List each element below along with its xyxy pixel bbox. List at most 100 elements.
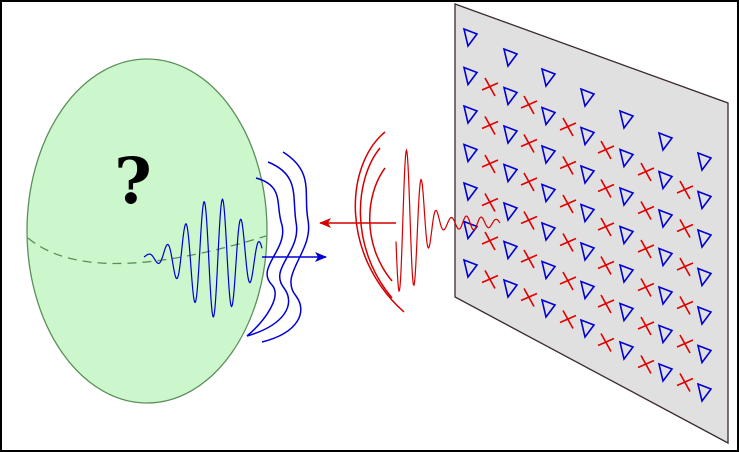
triangle-icon [618, 186, 635, 207]
cross-icon [597, 294, 615, 314]
triangle-icon [618, 109, 635, 130]
triangle-icon [696, 382, 713, 403]
triangle-icon [462, 66, 479, 87]
triangle-icon [502, 278, 519, 299]
cross-icon [520, 211, 538, 230]
sphere-equator [27, 235, 267, 265]
triangle-icon [462, 181, 479, 202]
triangle-icon [502, 47, 519, 68]
triangle-icon [696, 344, 713, 365]
cross-icon [481, 193, 499, 212]
triangle-icon [618, 302, 635, 323]
triangle-icon [696, 228, 713, 249]
triangle-icon [579, 280, 596, 301]
triangle-icon [540, 106, 557, 127]
outgoing-wavefronts [354, 131, 405, 313]
cross-icon [637, 239, 655, 259]
triangle-icon [657, 285, 674, 306]
triangle-icon [618, 340, 635, 361]
triangle-icon [696, 151, 713, 172]
triangle-icon [696, 190, 713, 211]
cross-icon [481, 116, 499, 135]
cross-icon [676, 334, 694, 354]
cross-icon [676, 296, 694, 315]
cross-icon [559, 233, 577, 252]
cross-icon [481, 231, 499, 251]
triangle-icon [618, 225, 635, 246]
triangle-icon [696, 305, 713, 326]
triangle-icon [579, 126, 596, 147]
triangle-icon [579, 241, 596, 262]
cross-icon [559, 310, 577, 329]
scattered-wavefronts [246, 151, 310, 343]
triangle-icon [462, 104, 479, 125]
triangle-icon [540, 183, 557, 204]
triangle-icon [657, 131, 674, 152]
panel-body [454, 3, 729, 445]
triangle-icon [540, 221, 557, 242]
cross-icon [597, 256, 615, 275]
cross-icon [637, 278, 655, 297]
cross-icon [637, 201, 655, 220]
triangle-icon [462, 143, 479, 164]
triangle-icon [657, 208, 674, 229]
cross-icon [597, 140, 615, 160]
scattered-wavefront [261, 151, 310, 343]
scattered-wavefront [246, 161, 298, 337]
triangle-icon [579, 164, 596, 185]
cross-icon [637, 355, 655, 374]
cross-icon [481, 270, 499, 289]
cross-icon [559, 194, 577, 214]
cross-icon [481, 77, 499, 97]
wavefront-arc [369, 167, 393, 282]
wavefront-arc [359, 147, 393, 299]
cross-icon [637, 162, 655, 182]
triangle-icon [657, 170, 674, 191]
triangle-icon [579, 203, 596, 224]
scattered-wavefront [246, 177, 284, 337]
sphere-question-mark: ? [114, 144, 152, 219]
triangle-icon [502, 163, 519, 184]
lattice-panel [454, 3, 729, 445]
cross-icon [559, 271, 577, 291]
triangle-icon [579, 318, 596, 339]
triangle-icon [540, 67, 557, 88]
cross-icon [520, 134, 538, 153]
triangle-icon [540, 298, 557, 319]
cross-icon [481, 154, 499, 174]
cross-icon [597, 333, 615, 352]
triangle-icon [579, 87, 596, 108]
cross-icon [597, 217, 615, 237]
triangle-icon [657, 324, 674, 345]
cross-icon [597, 179, 615, 198]
scattered-wave-packet [143, 198, 263, 318]
cross-icon [676, 219, 694, 238]
cross-icon [520, 95, 538, 115]
cross-icon [520, 172, 538, 192]
cross-icon [637, 316, 655, 336]
triangle-icon [502, 124, 519, 145]
triangle-icon [540, 144, 557, 165]
cross-icon [676, 373, 694, 392]
triangle-icon [657, 362, 674, 383]
unknown-sphere: ? [26, 58, 268, 404]
cross-icon [676, 180, 694, 200]
triangle-icon [462, 27, 479, 48]
incident-wave-packet [395, 148, 501, 293]
cross-icon [676, 257, 694, 277]
cross-icon [559, 156, 577, 175]
cross-icon [520, 288, 538, 307]
triangle-icon [657, 247, 674, 268]
sphere-body [26, 58, 268, 404]
wavefront-arc [354, 131, 405, 313]
triangle-icon [540, 260, 557, 281]
triangle-icon [696, 267, 713, 288]
triangle-icon [502, 86, 519, 107]
cross-icon [520, 249, 538, 269]
triangle-icon [618, 148, 635, 169]
cross-icon [559, 117, 577, 137]
triangle-icon [462, 258, 479, 279]
triangle-icon [502, 201, 519, 222]
